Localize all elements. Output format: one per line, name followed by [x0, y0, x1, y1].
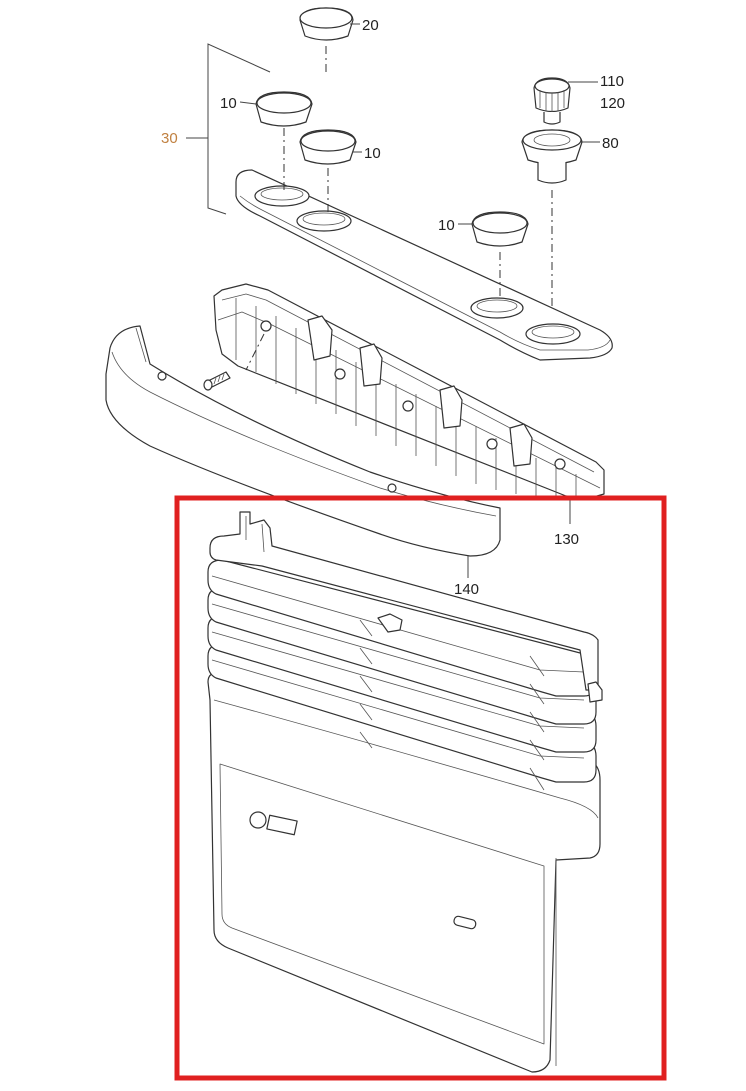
cap-part-10-right [471, 211, 529, 300]
label-part-120: 120 [600, 95, 625, 112]
label-part-10-middle: 10 [364, 145, 381, 162]
frame-part-130 [213, 283, 605, 524]
part-labels: 20 10 10 30 110 120 80 10 130 140 [161, 17, 625, 598]
top-cover-plate [235, 128, 613, 361]
label-part-20: 20 [362, 17, 379, 34]
bezel-part-80 [521, 129, 583, 318]
highlight-box [174, 495, 667, 1081]
knob-part-110-120 [533, 77, 571, 125]
label-part-140: 140 [454, 581, 479, 598]
screw-part [203, 371, 231, 391]
label-part-130: 130 [554, 531, 579, 548]
label-part-80: 80 [602, 135, 619, 152]
front-panel-assembly [207, 511, 603, 1073]
cap-part-10-middle [299, 129, 357, 165]
label-part-10-left: 10 [220, 95, 237, 112]
cap-part-20 [299, 7, 354, 72]
group-bracket-30 [186, 43, 271, 215]
label-part-30: 30 [161, 130, 178, 147]
label-part-110: 110 [600, 73, 624, 90]
label-part-10-right: 10 [438, 217, 455, 234]
cap-part-10-left [255, 91, 313, 127]
